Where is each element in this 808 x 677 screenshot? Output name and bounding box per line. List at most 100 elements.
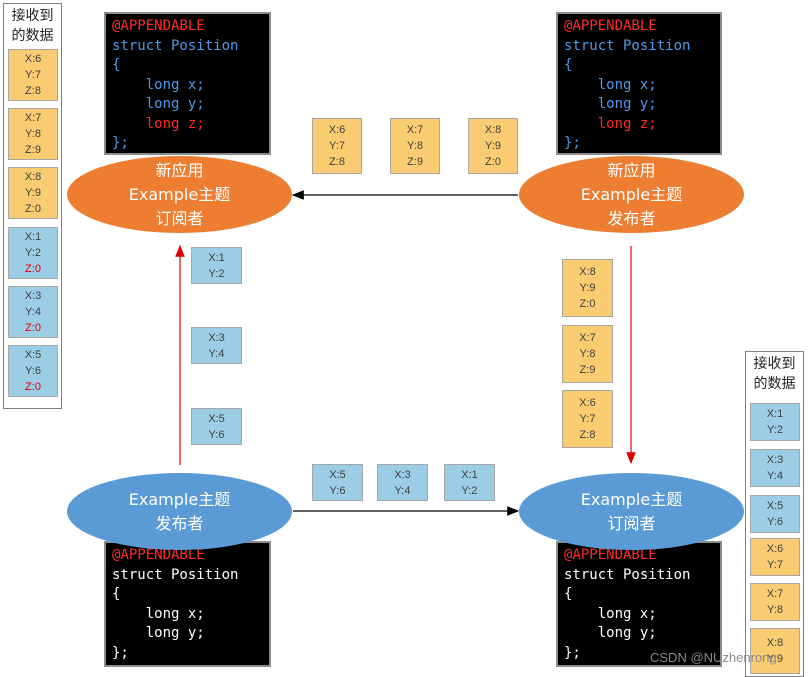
data-box-value: Z:8 [579, 429, 596, 441]
data-box-value: Y:6 [767, 516, 783, 528]
code-line: long z; [112, 115, 205, 132]
data-box-value: Y:7 [329, 140, 345, 152]
data-box-value: X:6 [579, 397, 596, 409]
node-old-publisher-line2: 发布者 [155, 513, 204, 533]
left-panel-title-line1: 接收到 [11, 8, 54, 24]
right-panel-title-line1: 接收到 [753, 356, 796, 372]
code-line: long z; [564, 115, 657, 132]
data-box-value: Y:4 [767, 470, 783, 482]
data-box-value: Z:0 [579, 298, 596, 310]
data-box-value: Z:0 [485, 156, 501, 168]
data-box-value: X:1 [24, 231, 42, 243]
left-panel-title: 接收到 的数据 [4, 6, 61, 46]
data-box-value: X:6 [766, 543, 784, 555]
data-box-value: Y:2 [461, 484, 478, 497]
data-box-value: Y:2 [767, 424, 783, 436]
data-box-value: X:1 [208, 251, 225, 264]
data-box-value: Y:9 [767, 653, 783, 665]
data-box-value: X:8 [579, 266, 596, 278]
node-new-publisher-line1: 新应用 [607, 160, 656, 180]
code-line: struct Position [564, 566, 691, 583]
node-new-publisher-line3: 发布者 [607, 208, 656, 228]
node-new-subscriber: 新应用 Example主题 订阅者 [67, 156, 292, 233]
left-panel-title-line2: 的数据 [11, 28, 54, 44]
data-box-value: X:8 [484, 124, 502, 136]
data-box-value: Y:7 [25, 69, 41, 81]
data-box-value: Z:0 [25, 381, 41, 393]
data-box-value: Y:8 [407, 140, 423, 152]
node-new-subscriber-line2: Example主题 [128, 184, 231, 204]
data-box-value: Z:0 [25, 322, 41, 334]
data-box-value: Z:9 [579, 364, 596, 376]
code-line: { [112, 586, 121, 602]
right-panel-title: 接收到 的数据 [746, 354, 803, 394]
code-line: struct Position [112, 566, 239, 583]
right-panel-title-line2: 的数据 [753, 376, 796, 392]
code-line: long y; [564, 96, 657, 112]
code-line: }; [112, 644, 129, 661]
data-box-value: X:3 [394, 468, 411, 481]
node-new-subscriber-line1: 新应用 [155, 160, 204, 180]
data-box-value: X:5 [766, 500, 784, 512]
data-box-value: Y:4 [394, 484, 411, 497]
data-box-value: X:7 [579, 332, 596, 344]
watermark: CSDN @NUzhenrong [650, 650, 777, 665]
code-line: long y; [112, 625, 205, 641]
node-new-subscriber-line3: 订阅者 [155, 208, 204, 228]
data-box-value: Z:9 [407, 156, 423, 168]
data-box-value: Y:2 [25, 247, 41, 259]
code-line: long y; [564, 625, 657, 641]
code-line: }; [112, 135, 129, 151]
node-old-subscriber-line1: Example主题 [580, 489, 683, 509]
data-box-value: Z:8 [25, 85, 41, 97]
code-line: { [564, 586, 573, 602]
data-box-value: X:8 [24, 171, 42, 183]
data-box-value: Y:8 [25, 128, 41, 140]
data-box-value: X:5 [208, 412, 225, 425]
data-box-value: Y:4 [208, 347, 225, 360]
code-line: long x; [564, 605, 657, 622]
data-box-value: X:7 [406, 124, 424, 136]
data-box-value: X:3 [766, 454, 784, 466]
code-line: }; [564, 135, 581, 151]
code-line: long x; [112, 605, 205, 622]
data-box-value: Y:9 [25, 187, 41, 199]
code-line: long y; [112, 96, 205, 112]
data-box-value: Y:9 [579, 282, 596, 294]
code-line: { [564, 57, 573, 73]
data-box-value: Y:7 [767, 559, 783, 571]
node-old-publisher: Example主题 发布者 [67, 473, 292, 550]
code-line: }; [564, 644, 581, 661]
data-box-value: X:5 [329, 468, 346, 481]
code-line: @APPENDABLE [112, 547, 205, 563]
code-line: struct Position [112, 37, 239, 54]
code-line: struct Position [564, 37, 691, 54]
data-box-value: Z:0 [25, 263, 41, 275]
data-box-value: Y:8 [579, 348, 596, 360]
node-old-subscriber-line2: 订阅者 [607, 513, 656, 533]
data-box-value: X:6 [328, 124, 346, 136]
data-box-value: X:7 [24, 112, 42, 124]
data-box-value: Y:9 [485, 140, 501, 152]
data-box-value: Y:8 [767, 604, 783, 616]
data-box-value: Y:6 [25, 365, 41, 377]
